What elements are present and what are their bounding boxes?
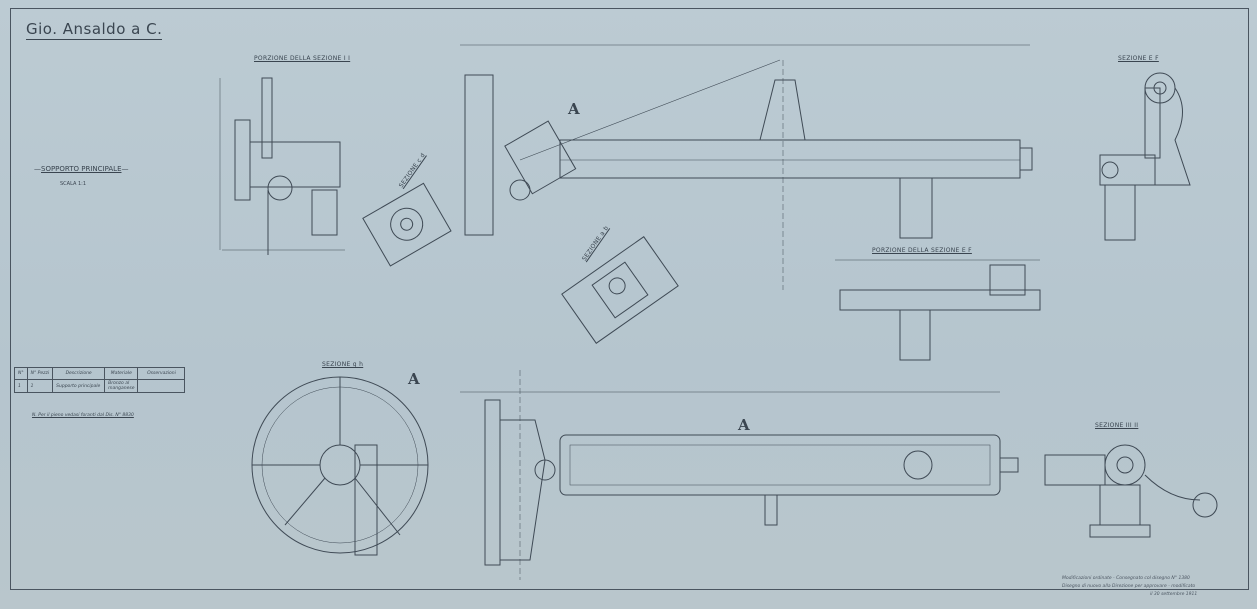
view-sezione-cd (362, 182, 452, 267)
table-row: 1 1 Supporto principale Bronzo al mangan… (14, 379, 186, 393)
view-porzione-ii (219, 77, 345, 255)
company-title: Gio. Ansaldo a C. (26, 20, 163, 40)
cell: Bronzo al manganese (104, 379, 139, 393)
label-sezione-ef: SEZIONE E F (1118, 55, 1159, 62)
label-sezione-iii: SEZIONE III II (1095, 422, 1139, 429)
label-porzione-ii: PORZIONE DELLA SEZIONE I I (254, 55, 351, 62)
label-sezione-gh: SEZIONE g h (322, 361, 364, 368)
revision-note-2: Disegno di nuovo alla Direzione per appr… (1062, 584, 1196, 589)
revision-note-3: il 30 settembre 1911 (1150, 592, 1198, 597)
view-sezione-ef (1099, 72, 1191, 241)
drawing-title-text: SOPPORTO PRINCIPALE (41, 165, 122, 173)
drawing-scale: SCALA 1:1 (60, 181, 87, 187)
view-a-label-top: A (568, 100, 580, 118)
view-a-label-left: A (408, 370, 420, 388)
parts-table: N° N° Pezzi Descrizione Materiale Osserv… (14, 367, 186, 393)
drawing-note: N. Per il pieno vedasi foranti dal Dis. … (32, 413, 134, 418)
view-sezione-iii (1044, 444, 1218, 538)
view-a-label-bottom: A (738, 416, 750, 434)
sheet-border (10, 8, 1249, 590)
view-sezione-ab (561, 236, 679, 344)
revision-note-1: Modificazioni ordinate - Consegnato col … (1062, 576, 1190, 581)
label-porzione-ef: PORZIONE DELLA SEZIONE E F (872, 247, 972, 254)
view-sezione-gh (251, 376, 429, 556)
view-porzione-ef (835, 259, 1041, 361)
view-main-top (460, 44, 1033, 290)
cell (137, 379, 186, 393)
drawing-title: —SOPPORTO PRINCIPALE— (34, 165, 129, 173)
view-main-bottom (460, 370, 1019, 580)
cell: 1 (26, 379, 54, 393)
parts-table-header: N° N° Pezzi Descrizione Materiale Osserv… (14, 367, 186, 380)
